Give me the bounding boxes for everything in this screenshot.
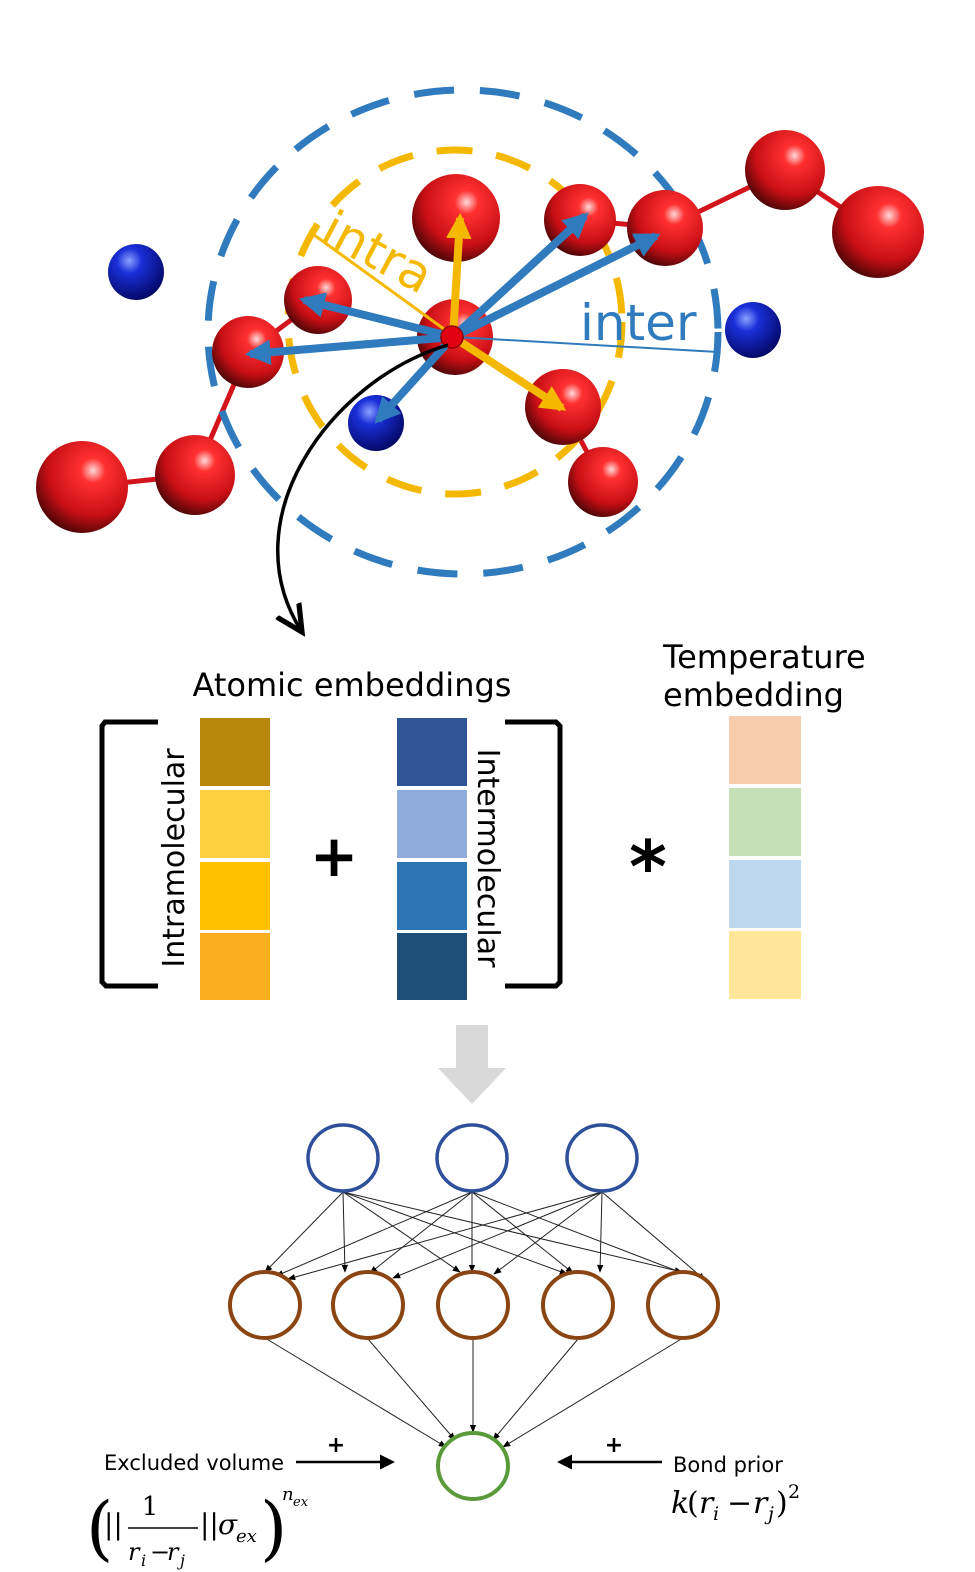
excluded-volume-formula: ( || 1 r i − r j || σ ex ) n ex (86, 1484, 309, 1570)
excluded-volume-plus: + (327, 1433, 345, 1458)
svg-text:||: || (200, 1508, 219, 1541)
temperature-title-line1: Temperature (662, 638, 866, 676)
multiply-operator: * (629, 825, 667, 909)
hidden-node (228, 1270, 302, 1340)
svg-text:−: − (150, 1538, 170, 1566)
hidden-node (646, 1270, 720, 1340)
nn-edges (264, 1191, 706, 1448)
intra-cell (200, 718, 270, 786)
inter-arrows (244, 212, 661, 424)
svg-text:1: 1 (142, 1492, 159, 1522)
flow-arrow (438, 1025, 506, 1104)
svg-text:i: i (713, 1503, 719, 1525)
temp-cell (729, 860, 801, 928)
output-node (436, 1431, 510, 1501)
molecule-scene: intra inter (36, 86, 924, 632)
svg-text:σ: σ (218, 1508, 238, 1541)
inter-cell (397, 862, 467, 930)
intra-embedding-vector (200, 718, 270, 1000)
input-layer (306, 1123, 639, 1193)
svg-text:): ) (776, 1486, 788, 1521)
svg-text:): ) (260, 1487, 287, 1569)
central-atom-marker (440, 325, 464, 349)
curved-arrow (278, 343, 449, 632)
inter-cell (397, 718, 467, 786)
atom-red (525, 369, 601, 445)
inter-cell (397, 790, 467, 858)
svg-text:(: ( (86, 1487, 113, 1569)
intermolecular-label: Intermolecular (470, 749, 505, 968)
bond-prior-label: Bond prior (673, 1453, 783, 1477)
svg-text:j: j (177, 1551, 185, 1570)
intra-cell (200, 790, 270, 858)
atom-blue (725, 302, 781, 358)
svg-text:(: ( (687, 1486, 699, 1521)
temperature-title-line2: embedding (663, 676, 844, 714)
svg-text:k: k (671, 1486, 689, 1521)
neural-network (228, 1123, 720, 1501)
excluded-volume-label: Excluded volume (104, 1451, 284, 1475)
svg-text:2: 2 (788, 1481, 800, 1503)
svg-text:n: n (282, 1484, 294, 1505)
temp-cell (729, 931, 801, 999)
atom-red (627, 190, 703, 266)
atom-red (155, 435, 235, 515)
intra-arrows (446, 212, 567, 412)
svg-text:ex: ex (293, 1495, 309, 1510)
svg-text:||: || (104, 1508, 123, 1541)
intra-leader-line (309, 230, 456, 339)
atom-red (832, 186, 924, 278)
svg-text:r: r (167, 1538, 180, 1566)
intra-cutoff-ring (284, 146, 626, 498)
temperature-embedding-vector (729, 716, 801, 999)
intra-cell (200, 933, 270, 1000)
input-node (435, 1123, 509, 1193)
plus-operator: + (310, 822, 359, 890)
inter-cell (397, 933, 467, 1000)
input-node (306, 1123, 380, 1193)
inter-embedding-vector (397, 718, 467, 1000)
svg-text:r: r (128, 1538, 141, 1566)
intra-cell (200, 862, 270, 930)
atom-red (568, 447, 638, 517)
hidden-node (541, 1270, 615, 1340)
temp-cell (729, 716, 801, 784)
svg-text:j: j (764, 1503, 774, 1525)
svg-text:i: i (141, 1551, 146, 1570)
atoms (36, 130, 924, 533)
hidden-node (436, 1270, 510, 1340)
svg-text:ex: ex (236, 1526, 257, 1547)
bond-prior-plus: + (605, 1433, 623, 1458)
atomic-embeddings-title: Atomic embeddings (193, 666, 512, 704)
hidden-layer (228, 1270, 720, 1340)
intramolecular-label: Intramolecular (157, 748, 192, 968)
inter-leader-line (454, 336, 719, 353)
atom-blue (108, 244, 164, 300)
bond-prior-formula: k ( r i − r j ) 2 (671, 1481, 800, 1525)
embeddings-section: Atomic embeddings Temperature embedding … (99, 638, 866, 1000)
inter-cutoff-ring (204, 86, 722, 578)
atom-red (745, 130, 825, 210)
bond-prior-term: Bond prior + k ( r i − r j ) 2 (557, 1433, 800, 1525)
input-node (565, 1123, 639, 1193)
hidden-node (331, 1270, 405, 1340)
excluded-volume-term: Excluded volume + ( || 1 r i − r j || σ … (86, 1433, 395, 1570)
atom-red (36, 441, 128, 533)
right-bracket (505, 719, 563, 989)
inter-label: inter (580, 294, 697, 352)
svg-text:−: − (727, 1486, 752, 1521)
temp-cell (729, 788, 801, 856)
svg-text:r: r (753, 1486, 769, 1521)
left-bracket (99, 719, 158, 989)
svg-text:r: r (699, 1486, 715, 1521)
